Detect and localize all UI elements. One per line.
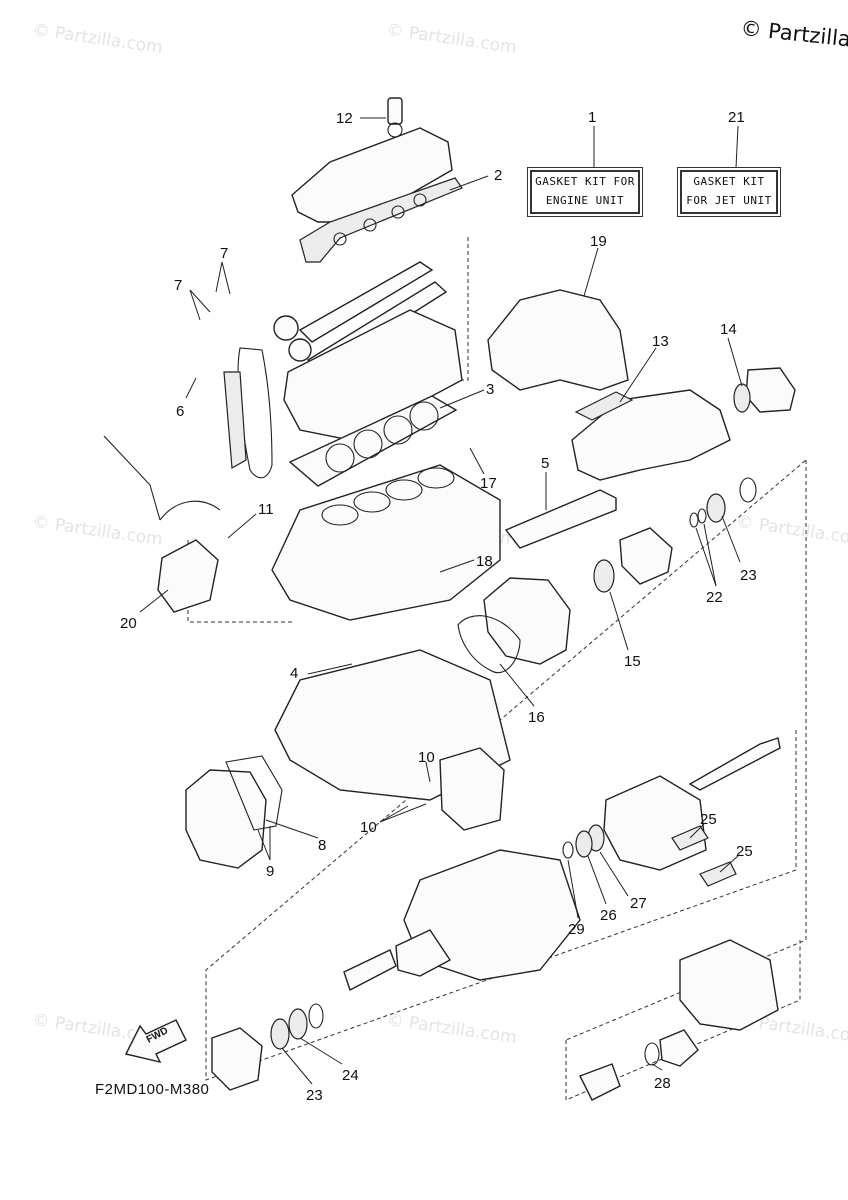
- stator-cover: [185, 769, 267, 869]
- callout-number: 18: [476, 553, 493, 570]
- callout-number: 26: [600, 907, 617, 924]
- magneto-cover-gasket: [457, 615, 521, 673]
- callout-numbers: 12 2 7 7 6 19 13 14 3 17 5 11 18 20 23 2…: [120, 110, 757, 1104]
- exhaust-gasket: [574, 391, 634, 421]
- callout-number: 14: [720, 321, 737, 338]
- stator-cover-gasket: [225, 755, 283, 831]
- circlip: [739, 477, 757, 503]
- assembly-outline: [205, 459, 807, 1081]
- leader-lines: [139, 117, 743, 1085]
- callout-number: 4: [290, 665, 298, 682]
- callout-number: 29: [568, 921, 585, 938]
- chain-guide: [223, 371, 247, 469]
- callout-number: 3: [486, 381, 494, 398]
- callout-number: 19: [590, 233, 607, 250]
- gasket-kit-engine-label: GASKET KIT FOR ENGINE UNIT: [527, 167, 643, 217]
- callout-number: 23: [306, 1087, 323, 1104]
- callout-number: 7: [220, 245, 228, 262]
- callout-number: 12: [336, 110, 353, 127]
- callout-number: 28: [654, 1075, 671, 1092]
- callout-number: 15: [624, 653, 641, 670]
- kit-ref-number: 1: [588, 109, 596, 126]
- cylinder-block: [271, 464, 501, 621]
- jet-pump-unit: [211, 737, 781, 1101]
- callout-number: 2: [494, 167, 502, 184]
- breather-hose: [159, 500, 221, 521]
- exhaust-elbow-gasket: [733, 383, 751, 413]
- oil-pump: [439, 747, 505, 831]
- callout-number: 17: [480, 475, 497, 492]
- callout-number: 9: [266, 863, 274, 880]
- cylinder-head-gasket: [288, 395, 458, 487]
- diagram-code: F2MD100-M380: [95, 1081, 210, 1098]
- exhaust-elbow: [745, 367, 796, 413]
- callout-number: 6: [176, 403, 184, 420]
- callout-number: 10: [418, 749, 435, 766]
- callout-number: 16: [528, 709, 545, 726]
- exhaust-pipe: [571, 389, 731, 481]
- oil-seal: [593, 559, 615, 593]
- callout-number: 10: [360, 819, 377, 836]
- oil-cooler-cover: [504, 489, 617, 549]
- kit-label-line: FOR JET UNIT: [686, 194, 772, 207]
- o-ring: [697, 508, 707, 524]
- cylinder-head-cover: [291, 97, 463, 263]
- assembly-outline: [565, 940, 801, 1101]
- intake-plate: [157, 539, 219, 613]
- kit-label-line: GASKET KIT: [693, 175, 765, 188]
- callout-number: 25: [736, 843, 753, 860]
- assembly-outline: [565, 460, 807, 1041]
- kit-ref-number: 21: [728, 109, 745, 126]
- callout-number: 8: [318, 837, 326, 854]
- gasket-kit-jet-label: GASKET KIT FOR JET UNIT: [677, 167, 781, 217]
- bearing: [706, 493, 726, 523]
- o-ring: [689, 512, 699, 528]
- callout-number: 20: [120, 615, 137, 632]
- callout-number: 23: [740, 567, 757, 584]
- callout-number: 13: [652, 333, 669, 350]
- callout-number: 27: [630, 895, 647, 912]
- fwd-arrow-icon: [124, 1019, 187, 1064]
- callout-number: 25: [700, 811, 717, 828]
- callout-number: 7: [174, 277, 182, 294]
- callout-number: 24: [342, 1067, 359, 1084]
- callout-number: 5: [541, 455, 549, 472]
- drive-coupling: [619, 527, 673, 585]
- kit-label-line: ENGINE UNIT: [545, 194, 625, 207]
- oil-dipstick: [103, 435, 161, 521]
- kit-label-line: GASKET KIT FOR: [535, 175, 635, 188]
- callout-number: 11: [258, 501, 274, 518]
- magneto-cover: [483, 577, 571, 665]
- callout-number: 22: [706, 589, 723, 606]
- exhaust-manifold: [487, 289, 629, 391]
